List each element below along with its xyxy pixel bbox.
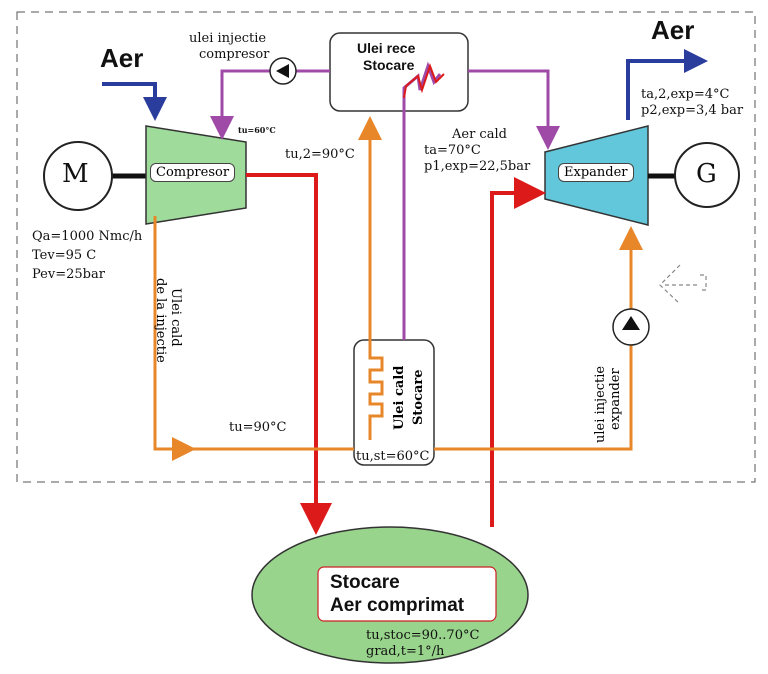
hot-oil-to-expander — [434, 345, 633, 451]
air-in-line — [102, 82, 167, 121]
evaporator-temp-label: Tev=95 C — [32, 248, 97, 263]
hot-air-label: Aer cald — [452, 127, 507, 142]
cold-oil-storage-label-1: Ulei rece — [357, 40, 416, 56]
oil-outlet-temp-label: tu,2=90°C — [285, 147, 355, 162]
cold-oil-compressor-inlet — [210, 69, 270, 140]
hot-air-temp-label: ta=70°C — [424, 143, 481, 158]
hot-oil-storage-temp-label: tu,st=60°C — [356, 449, 430, 464]
air-in-label: Aer — [100, 43, 144, 73]
air-out-line — [626, 49, 708, 120]
expander-outlet-temp-label: ta,2,exp=4°C — [641, 87, 730, 102]
oil-injection-expander-label-1: ulei injectie — [593, 365, 608, 443]
storage-temp-label: tu,stoc=90..70°C — [366, 628, 480, 643]
hot-oil-temp-label: tu=90°C — [229, 420, 287, 435]
expander-inlet-pressure-label: p1,exp=22,5bar — [424, 159, 531, 174]
air-out-label: Aer — [651, 15, 695, 45]
air-storage-label-2: Aer comprimat — [330, 595, 465, 616]
cold-oil-storage-label-2: Stocare — [363, 57, 415, 73]
cold-oil-to-expander — [468, 69, 560, 150]
expander-label: Expander — [558, 163, 634, 182]
expander-outlet-pressure-label: p2,exp=3,4 bar — [641, 103, 744, 118]
air-flow-label: Qa=1000 Nmc/h — [32, 229, 143, 244]
expander-oil-pump-arrow — [622, 316, 640, 330]
compressor-label: Compresor — [150, 163, 236, 182]
motor — [43, 141, 113, 211]
oil-temp-small-label: tu=60°C — [238, 125, 276, 135]
hot-oil-storage-label-2: Stocare — [411, 369, 426, 425]
hot-air-to-storage — [246, 173, 332, 535]
hot-oil-injection-label-1: Ulei cald — [168, 288, 183, 347]
oil-injection-compressor-label-1: ulei injectie — [189, 31, 267, 46]
motor-label: M — [62, 159, 89, 189]
system-boundary — [16, 11, 756, 483]
hot-oil-storage-label-1: Ulei cald — [392, 365, 407, 430]
dashed-arrows — [659, 264, 707, 305]
hot-air-to-expander — [490, 177, 546, 527]
generator — [674, 142, 740, 208]
cold-oil-coil-red — [403, 63, 445, 99]
compressor-oil-pump-arrow — [276, 64, 289, 78]
generator-label: G — [696, 159, 717, 189]
oil-injection-compressor-label-2: compresor — [199, 47, 270, 62]
oil-heat-exchanger-line — [358, 116, 384, 440]
oil-injection-expander-label-2: expander — [608, 368, 623, 430]
evaporator-pressure-label: Pev=25bar — [32, 267, 105, 282]
cold-oil-coil — [402, 61, 442, 340]
storage-label-box — [317, 566, 497, 622]
storage-gradient-label: grad,t=1°/h — [366, 644, 445, 659]
hot-oil-from-compressor — [153, 216, 196, 461]
hot-oil-injection-label-2: de la injectie — [153, 278, 168, 363]
air-storage-label-1: Stocare — [330, 572, 400, 593]
